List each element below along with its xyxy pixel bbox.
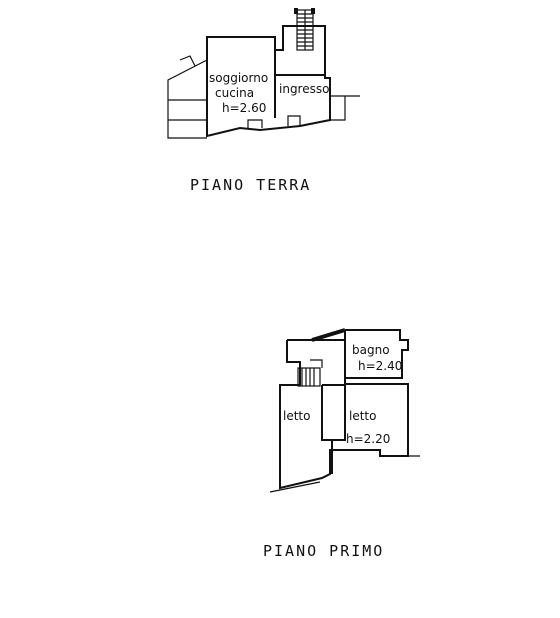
room-label-letto-right: letto	[349, 409, 376, 423]
floor-title-ground: PIANO TERRA	[190, 176, 311, 194]
ground-floor-wall-notches	[247, 115, 301, 128]
first-floor-staircase	[297, 359, 323, 387]
ground-floor-right-step	[330, 95, 360, 121]
first-floor-plan: bagno h=2.40 letto letto h=2.20	[269, 328, 420, 493]
room-label-bagno: bagno	[352, 343, 390, 357]
ground-floor-plan: soggiorno cucina h=2.60 ingresso	[167, 8, 360, 139]
room-height-bagno: h=2.40	[358, 359, 402, 373]
room-label-letto-left: letto	[283, 409, 310, 423]
ground-floor-external-steps	[167, 55, 208, 139]
first-floor-thick-wall	[311, 328, 346, 342]
room-label-cucina: cucina	[215, 86, 254, 100]
first-floor-ground-line	[269, 455, 420, 493]
room-label-ingresso: ingresso	[279, 82, 329, 96]
bathroom-walls	[344, 329, 409, 379]
room-label-soggiorno: soggiorno	[209, 71, 268, 85]
ground-floor-outer-wall	[206, 25, 331, 138]
first-floor-partition	[321, 384, 346, 474]
room-height-ground: h=2.60	[222, 101, 266, 115]
room-height-letto: h=2.20	[346, 432, 390, 446]
floor-title-first: PIANO PRIMO	[263, 542, 384, 560]
ground-floor-staircase	[294, 8, 315, 51]
ground-floor-partition	[274, 50, 325, 118]
